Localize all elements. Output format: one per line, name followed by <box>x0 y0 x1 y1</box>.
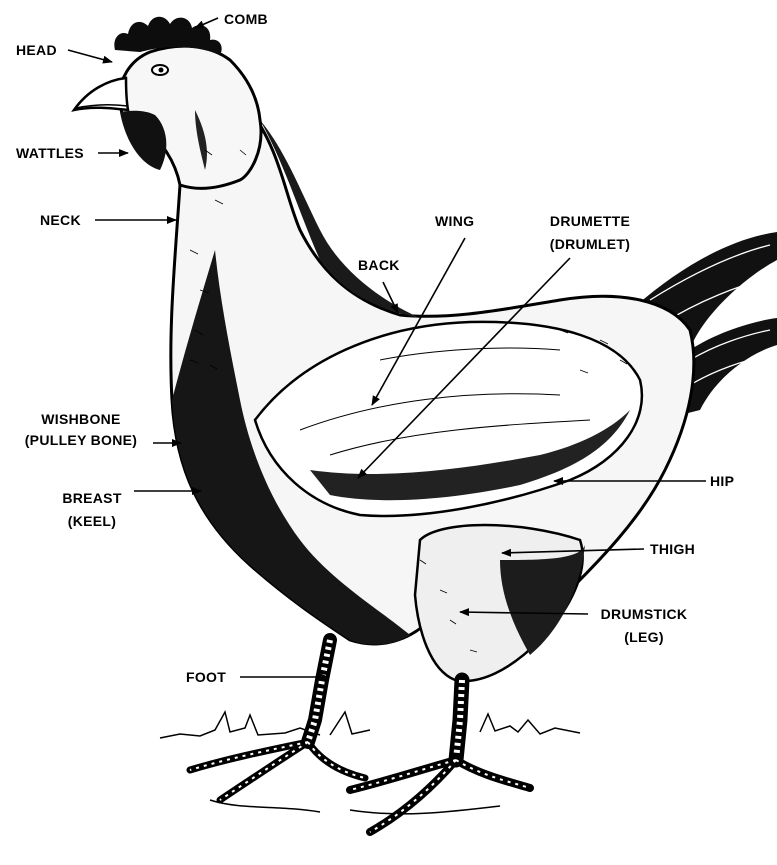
breast-label: BREAST (KEEL) <box>52 489 132 530</box>
back-label: BACK <box>358 256 400 274</box>
drumette-label-main: DRUMETTE <box>534 212 646 230</box>
comb-label: COMB <box>224 10 268 28</box>
head-arrow <box>68 50 112 62</box>
wing-label: WING <box>435 212 474 230</box>
neck-label: NECK <box>40 211 81 229</box>
comb-arrow <box>195 18 218 28</box>
breast-label-main: BREAST <box>52 489 132 507</box>
drumstick-label: DRUMSTICK (LEG) <box>586 605 702 646</box>
drumstick-label-alt: (LEG) <box>586 628 702 646</box>
head-label: HEAD <box>16 41 57 59</box>
breast-label-alt: (KEEL) <box>52 512 132 530</box>
foot-label: FOOT <box>186 668 226 686</box>
drumette-label: DRUMETTE (DRUMLET) <box>534 212 646 253</box>
wishbone-label: WISHBONE (PULLEY BONE) <box>10 410 152 449</box>
left-leg <box>190 640 365 800</box>
wishbone-label-main: WISHBONE <box>10 410 152 428</box>
wishbone-label-alt: (PULLEY BONE) <box>10 431 152 449</box>
hip-label: HIP <box>710 472 734 490</box>
drumette-label-alt: (DRUMLET) <box>534 235 646 253</box>
thigh-label: THIGH <box>650 540 695 558</box>
drumstick-label-main: DRUMSTICK <box>586 605 702 623</box>
right-leg <box>350 680 530 832</box>
wattles-label: WATTLES <box>16 144 84 162</box>
